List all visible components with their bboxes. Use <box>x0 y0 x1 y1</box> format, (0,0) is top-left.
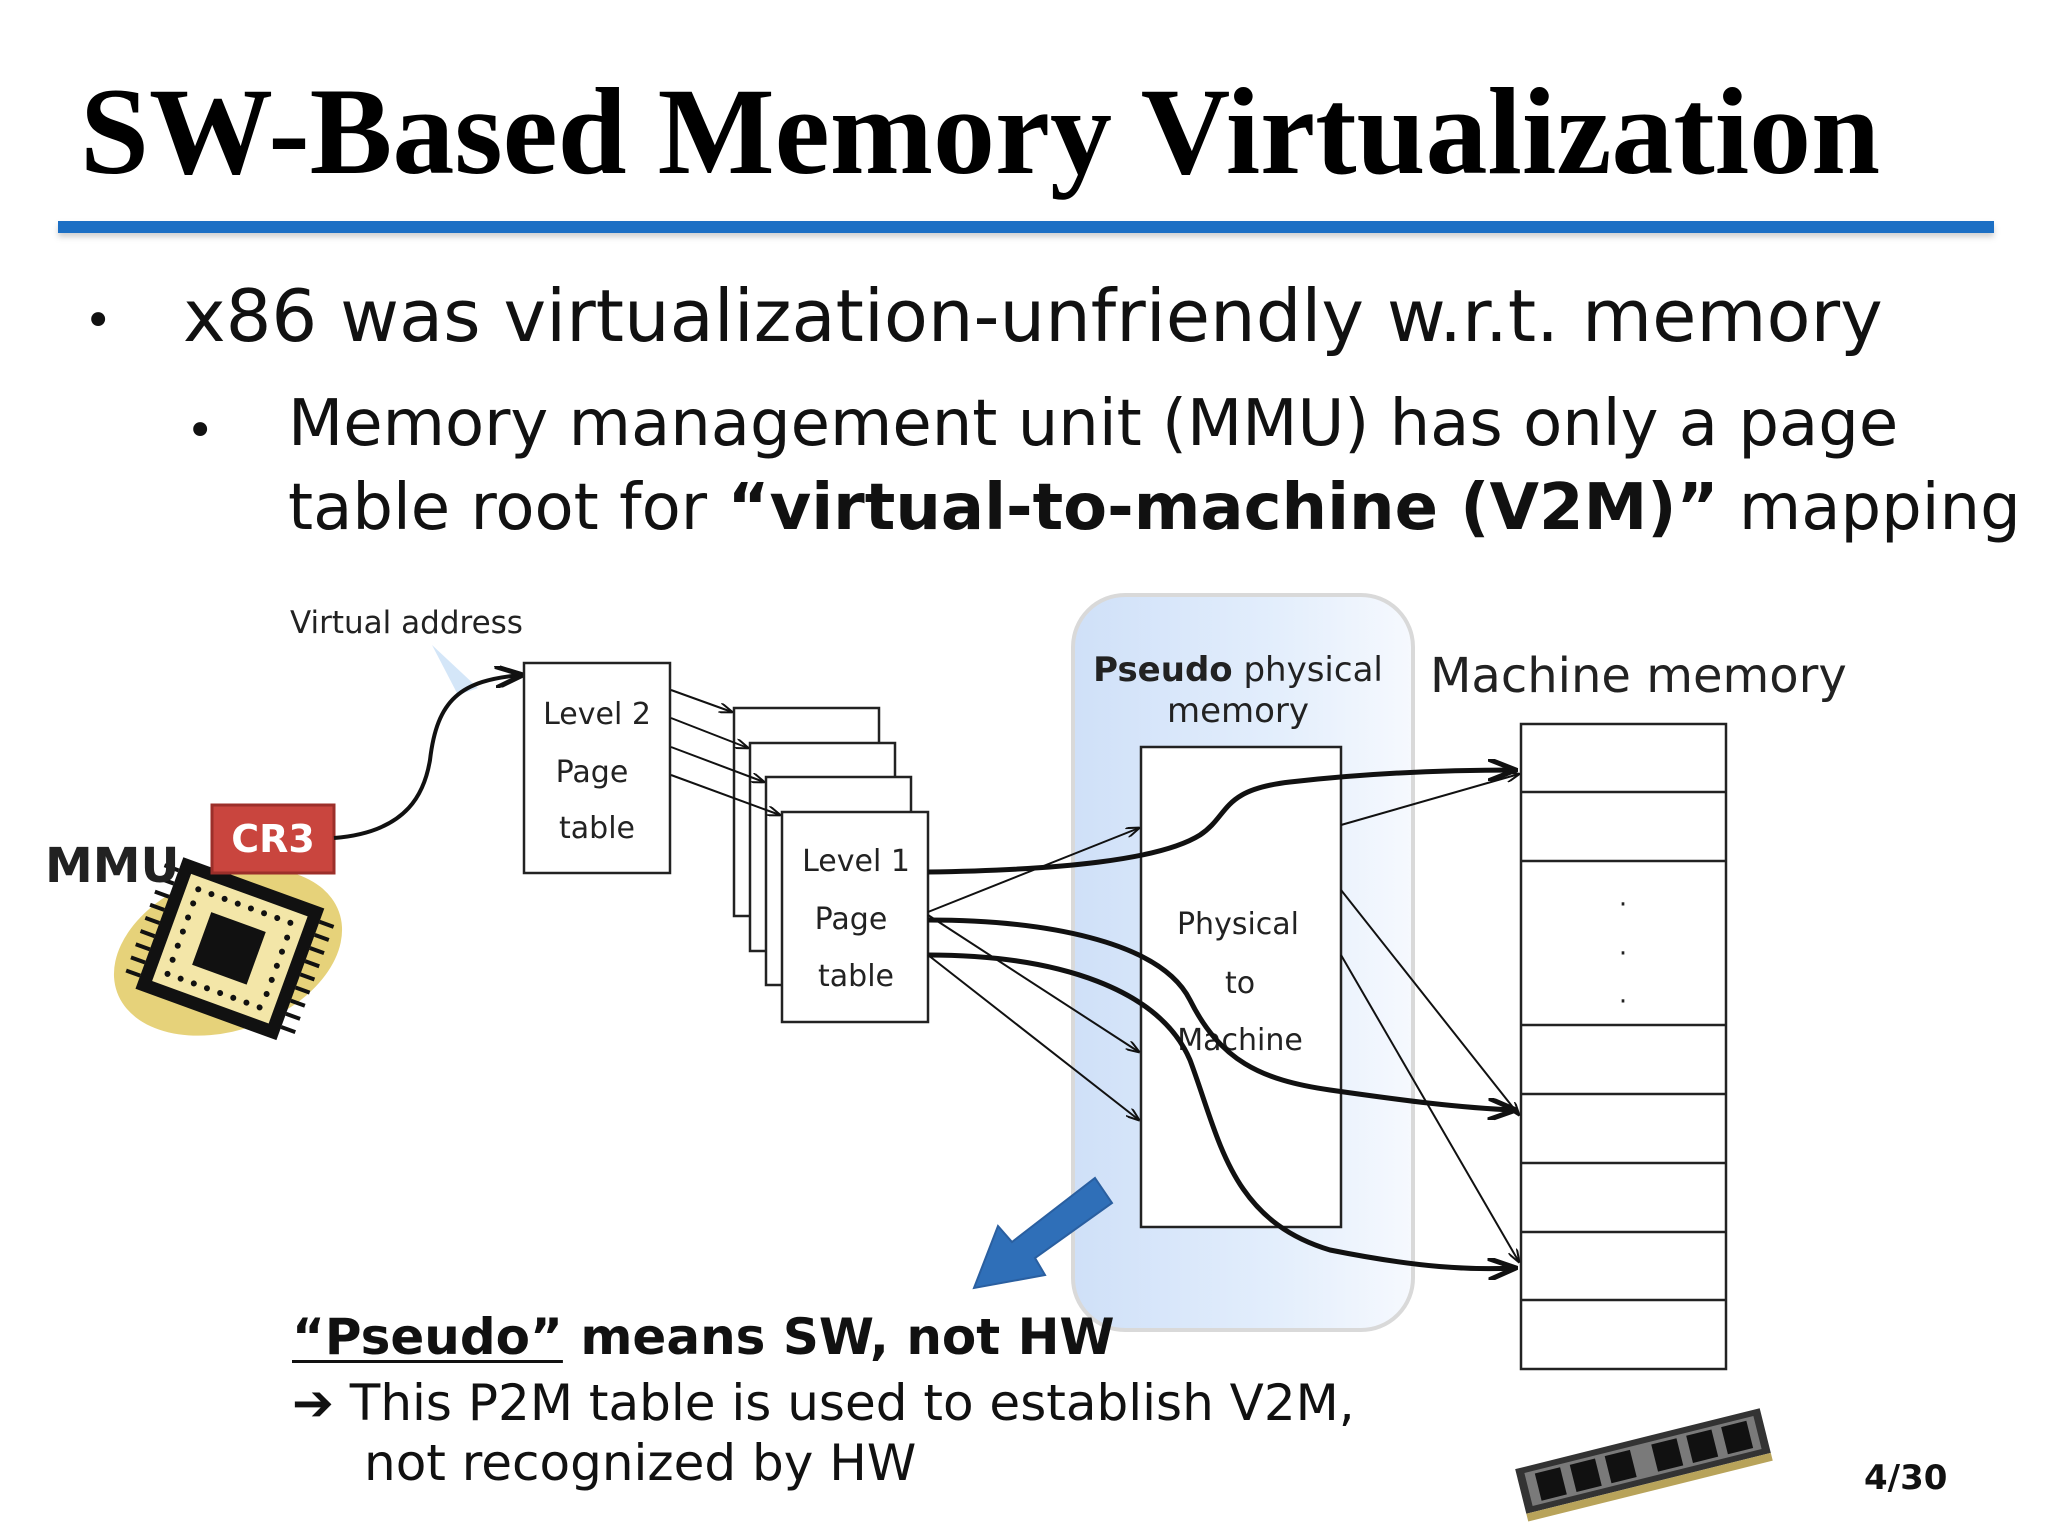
p2m-table <box>1139 745 1343 1229</box>
level2-page-table <box>522 661 672 875</box>
memory-ellipsis-dot: · <box>1619 939 1627 969</box>
bullet-2-line2-pre: table root for <box>288 471 728 545</box>
level2-to-level1-arrows <box>670 689 780 815</box>
p2m-to-machine-arrows <box>1340 774 1519 1262</box>
ram-module-icon <box>1515 1408 1773 1522</box>
slide-title: SW-Based Memory Virtualization <box>80 63 1881 200</box>
cr3-to-level2-arrow <box>333 675 522 840</box>
note-line-2: not recognized by HW <box>364 1434 917 1492</box>
bullet-2-line2-bold: “virtual-to-machine (V2M)” <box>727 471 1719 545</box>
callout-arrow <box>972 1176 1114 1290</box>
mmu-label: MMU <box>45 838 180 894</box>
slide-number: 4/30 <box>1864 1458 1948 1498</box>
title-underline <box>58 221 1994 233</box>
level2-label-3: table <box>559 811 635 846</box>
memory-ellipsis-dot: · <box>1619 987 1627 1017</box>
v2m-mapping-arrows <box>927 770 1515 1269</box>
machine-memory-table <box>1519 722 1728 1371</box>
bullet-marker: • <box>84 293 113 349</box>
pseudo-bold: Pseudo <box>1093 650 1233 690</box>
p2m-label-2: to <box>1225 966 1255 1001</box>
level2-label-1: Level 2 <box>543 697 651 732</box>
note-heading: “Pseudo” means SW, not HW <box>292 1310 1392 1365</box>
cr3-label: CR3 <box>231 817 315 861</box>
note-heading-rest: means SW, not HW <box>562 1308 1115 1366</box>
level1-label-1: Level 1 <box>802 844 910 879</box>
bullet-1: x86 was virtualization-unfriendly w.r.t.… <box>183 274 1883 358</box>
virtual-address-label: Virtual address <box>290 605 523 641</box>
pseudo-memory-label: memory <box>1167 691 1309 731</box>
memory-ellipsis-dot: · <box>1619 890 1627 920</box>
bullet-2-line2-post: mapping <box>1718 471 2021 545</box>
cr3-register: CR3 <box>210 803 336 875</box>
note-line-1: ➔ This P2M table is used to establish V2… <box>292 1374 1355 1432</box>
level1-label-3: table <box>818 959 894 994</box>
pseudo-physical-label: Pseudo physical <box>1093 650 1383 690</box>
level1-label-2: Page <box>815 902 888 937</box>
p2m-label-3: Machine <box>1177 1023 1303 1058</box>
bullet-marker: • <box>186 403 215 459</box>
virtual-address-pointer <box>432 645 478 695</box>
cpu-chip-icon <box>113 857 343 1041</box>
level2-label-2: Page <box>556 755 629 790</box>
p2m-label-1: Physical <box>1177 907 1299 942</box>
note-heading-underlined: “Pseudo” <box>292 1308 563 1366</box>
machine-memory-label: Machine memory <box>1430 648 1847 704</box>
bullet-2: Memory management unit (MMU) has only a … <box>288 382 2021 550</box>
level1-page-table <box>780 810 930 1024</box>
pseudo-note: “Pseudo” means SW, not HW ➔ This P2M tab… <box>292 1310 1392 1493</box>
pseudo-rest: physical <box>1233 650 1383 690</box>
bullet-2-line1: Memory management unit (MMU) has only a … <box>288 387 1899 461</box>
